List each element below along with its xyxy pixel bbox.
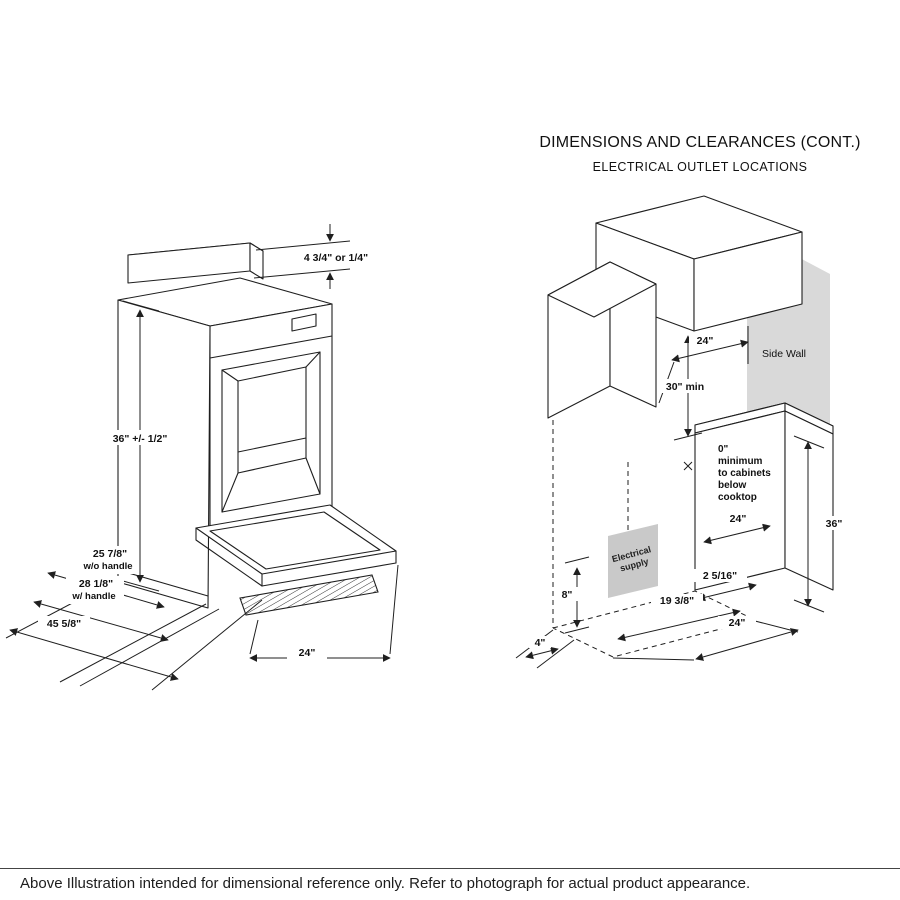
upper-cabinet-right-face [693, 231, 803, 332]
range-drawing-svg: 4 3/4" or 1/4" 36" +/- 1/2" 25 7/8" w/o … [5, 224, 399, 691]
dim-note-w-handle: w/ handle [71, 591, 115, 602]
clearance-dimension-labels: 24" Side Wall 30" min 0" minimum to cabi… [529, 334, 851, 649]
side-wall-label: Side Wall [762, 348, 806, 360]
dim-label-range-width: 24" [299, 647, 316, 659]
dim-label-counter-height: 36" [826, 518, 843, 530]
clearance-dimension-lines [515, 326, 825, 669]
zero-clearance-line5: cooktop [718, 492, 757, 503]
dim-label-outlet-from-left: 19 3/8" [660, 595, 694, 607]
dim-label-side-gap: 4" [535, 637, 546, 649]
zero-clearance-line4: below [718, 480, 747, 491]
dim-label-backsplash-height: 4 3/4" or 1/4" [304, 252, 368, 264]
zero-clearance-line1: 0" [718, 444, 729, 455]
zero-clearance-line2: minimum [718, 456, 763, 467]
open-door-inner [209, 511, 381, 570]
footer-divider [0, 868, 900, 869]
zero-clearance-x-mark [683, 461, 693, 471]
dim-label-range-width: 24" [729, 617, 746, 629]
range-footprint-dashed [552, 590, 757, 658]
dim-label-depth-wo-handle: 25 7/8" [93, 548, 127, 560]
range-body [117, 242, 397, 616]
dim-note-wo-handle: w/o handle [82, 561, 132, 572]
dim-label-outlet-height: 8" [562, 589, 573, 601]
control-panel-detail [291, 313, 317, 332]
dim-label-depth-door-open: 45 5/8" [47, 618, 81, 630]
dim-label-depth-w-handle: 28 1/8" [79, 578, 113, 590]
zero-clearance-line3: to cabinets [718, 468, 771, 479]
range-dimension-labels: 4 3/4" or 1/4" 36" +/- 1/2" 25 7/8" w/o … [38, 252, 368, 659]
drawer-front-hatched [239, 574, 379, 616]
tall-cabinet-top-face [547, 261, 657, 318]
electrical-supply-area [608, 524, 658, 598]
backsplash-side-face [249, 242, 264, 280]
dim-label-outlet-to-side-wall: 2 5/16" [703, 570, 737, 582]
page-subtitle: ELECTRICAL OUTLET LOCATIONS [592, 160, 808, 174]
footer-note: Above Illustration intended for dimensio… [20, 875, 751, 892]
base-cabinet-side-face [784, 410, 834, 591]
dim-label-upper-cabinet-width: 24" [697, 335, 714, 347]
clearance-drawing-svg: Electrical supply [515, 195, 851, 669]
page-header: DIMENSIONS AND CLEARANCES (CONT.) ELECTR… [500, 134, 900, 174]
control-band-line [209, 335, 333, 359]
dim-label-counter-depth: 24" [730, 513, 747, 525]
cabinet-scene: Electrical supply [547, 195, 834, 658]
oven-rack-line [237, 437, 307, 453]
page-title: DIMENSIONS AND CLEARANCES (CONT.) [539, 134, 861, 151]
backsplash-front-face [127, 242, 251, 284]
oven-cavity-back [237, 366, 307, 474]
dim-label-overall-height: 36" +/- 1/2" [113, 433, 168, 445]
dim-label-min-clearance: 30" min [666, 381, 704, 393]
